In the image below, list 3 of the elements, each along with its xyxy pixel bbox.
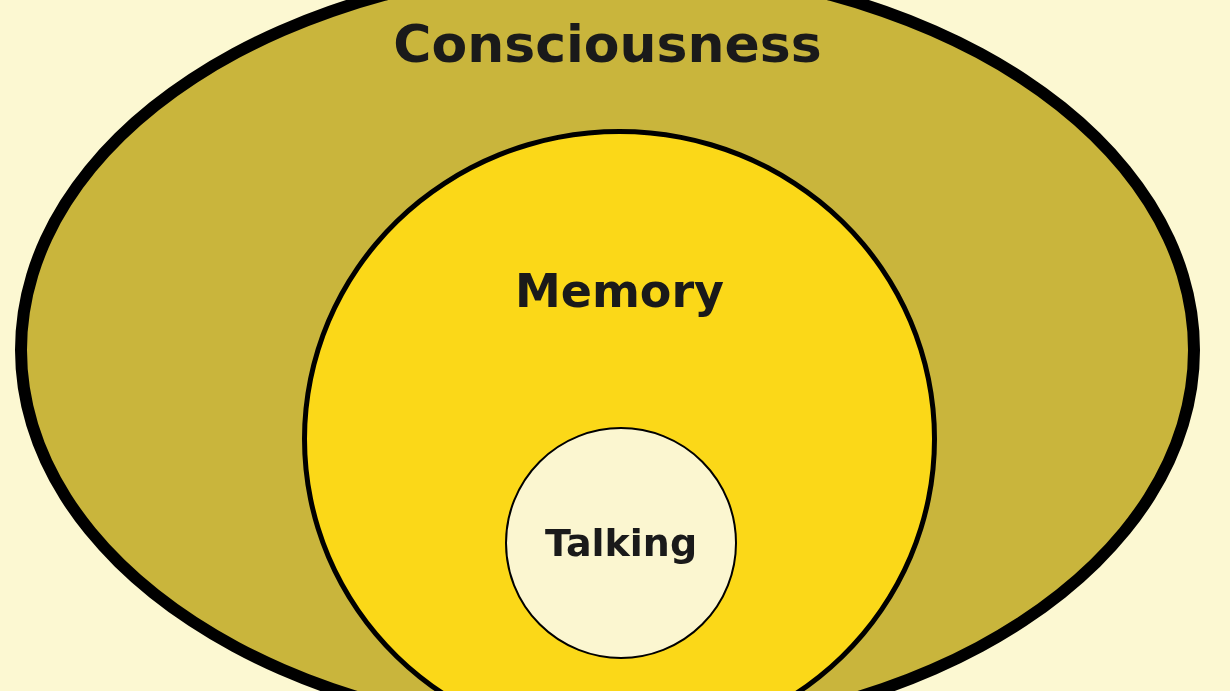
region-label: Memory	[514, 264, 725, 318]
region-label: Consciousness	[393, 14, 822, 74]
region-label: Talking	[544, 521, 698, 565]
